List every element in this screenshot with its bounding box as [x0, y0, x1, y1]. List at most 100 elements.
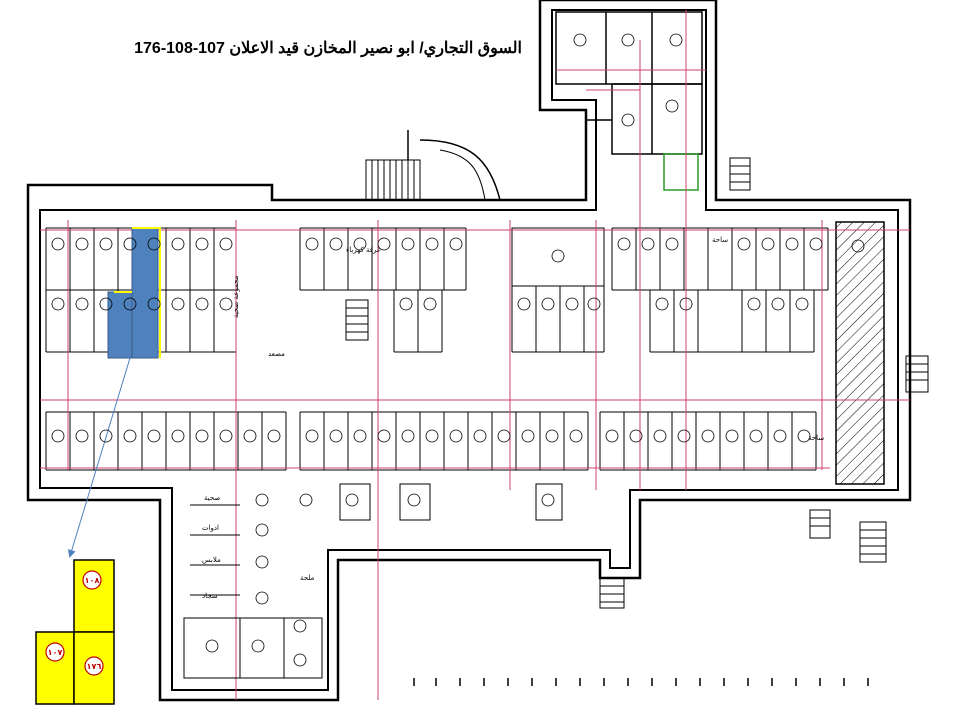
unit-marker: [797, 429, 811, 443]
unit-marker: [605, 429, 619, 443]
north-annex: [555, 11, 703, 155]
unit-marker: [329, 237, 343, 251]
unit-marker: [251, 639, 265, 653]
unit-markers: [51, 33, 865, 667]
detail-label-176: ١٧٦: [87, 662, 102, 671]
unit-marker: [353, 237, 367, 251]
green-room: [663, 153, 699, 191]
unit-marker: [449, 429, 463, 443]
south-shop-c: [535, 483, 563, 521]
unit-marker: [195, 297, 209, 311]
unit-marker: [147, 429, 161, 443]
unit-marker: [255, 591, 269, 605]
unit-marker: [99, 237, 113, 251]
detail-inset: ١٠٨ ١٠٧ ١٧٦: [35, 559, 115, 705]
label-tools: ادوات: [202, 524, 219, 532]
unit-marker: [785, 237, 799, 251]
unit-marker: [473, 429, 487, 443]
unit-marker: [293, 619, 307, 633]
label-elevator: مصعد: [268, 350, 285, 358]
unit-marker: [205, 639, 219, 653]
unit-marker: [653, 429, 667, 443]
stairs: [345, 157, 929, 609]
unit-marker: [51, 429, 65, 443]
south-shop-a: [339, 483, 371, 521]
unit-marker: [195, 237, 209, 251]
label-clothes: ملابس: [202, 556, 221, 564]
unit-marker: [795, 297, 809, 311]
unit-marker: [293, 653, 307, 667]
unit-marker: [75, 429, 89, 443]
unit-marker: [99, 297, 113, 311]
central-hall: [511, 227, 605, 287]
unit-marker: [51, 297, 65, 311]
page-title: السوق التجاري/ ابو نصير المخازن قيد الاع…: [134, 40, 522, 57]
unit-marker: [425, 429, 439, 443]
unit-marker: [123, 429, 137, 443]
unit-marker: [541, 297, 555, 311]
unit-marker: [171, 237, 185, 251]
unit-marker: [345, 493, 359, 507]
unit-marker: [353, 429, 367, 443]
unit-marker: [267, 429, 281, 443]
unit-marker: [425, 237, 439, 251]
unit-marker: [701, 429, 715, 443]
unit-marker: [243, 429, 257, 443]
unit-marker: [407, 493, 421, 507]
unit-marker: [569, 429, 583, 443]
unit-marker: [617, 237, 631, 251]
unit-marker: [587, 297, 601, 311]
unit-marker: [147, 297, 161, 311]
unit-marker: [219, 237, 233, 251]
unit-marker: [497, 429, 511, 443]
unit-marker: [299, 493, 313, 507]
unit-marker: [517, 297, 531, 311]
unit-marker: [255, 493, 269, 507]
unit-marker: [621, 113, 635, 127]
unit-marker: [629, 429, 643, 443]
south-shop-b: [399, 483, 431, 521]
unit-marker: [521, 429, 535, 443]
unit-marker: [255, 555, 269, 569]
unit-marker: [255, 523, 269, 537]
unit-marker: [809, 237, 823, 251]
unit-marker: [123, 237, 137, 251]
unit-marker: [401, 429, 415, 443]
unit-marker: [195, 429, 209, 443]
unit-marker: [573, 33, 587, 47]
label-sanitary: صحية: [204, 494, 220, 502]
label-annex: ملحة: [300, 574, 315, 582]
unit-marker: [171, 297, 185, 311]
unit-marker: [219, 297, 233, 311]
unit-marker: [761, 237, 775, 251]
unit-marker: [641, 237, 655, 251]
unit-marker: [677, 429, 691, 443]
unit-marker: [565, 297, 579, 311]
label-carpets: سجاد: [202, 592, 218, 600]
unit-marker: [377, 237, 391, 251]
unit-marker: [737, 237, 751, 251]
southwest-rooms: [183, 504, 323, 679]
unit-marker: [655, 297, 669, 311]
unit-marker: [219, 429, 233, 443]
unit-marker: [401, 237, 415, 251]
unit-marker: [305, 237, 319, 251]
unit-marker: [171, 429, 185, 443]
unit-marker: [147, 237, 161, 251]
unit-marker: [669, 33, 683, 47]
unit-marker: [305, 429, 319, 443]
detail-label-108: ١٠٨: [85, 576, 100, 585]
unit-marker: [771, 297, 785, 311]
unit-marker: [545, 429, 559, 443]
entrance-ramp: [419, 139, 501, 201]
unit-marker: [99, 429, 113, 443]
grid-lines: [40, 10, 910, 700]
unit-marker: [851, 239, 865, 253]
unit-marker: [51, 237, 65, 251]
unit-marker: [621, 33, 635, 47]
unit-marker: [773, 429, 787, 443]
unit-marker: [551, 249, 565, 263]
detail-label-107: ١٠٧: [48, 648, 63, 657]
outer-walls: [26, 0, 912, 702]
